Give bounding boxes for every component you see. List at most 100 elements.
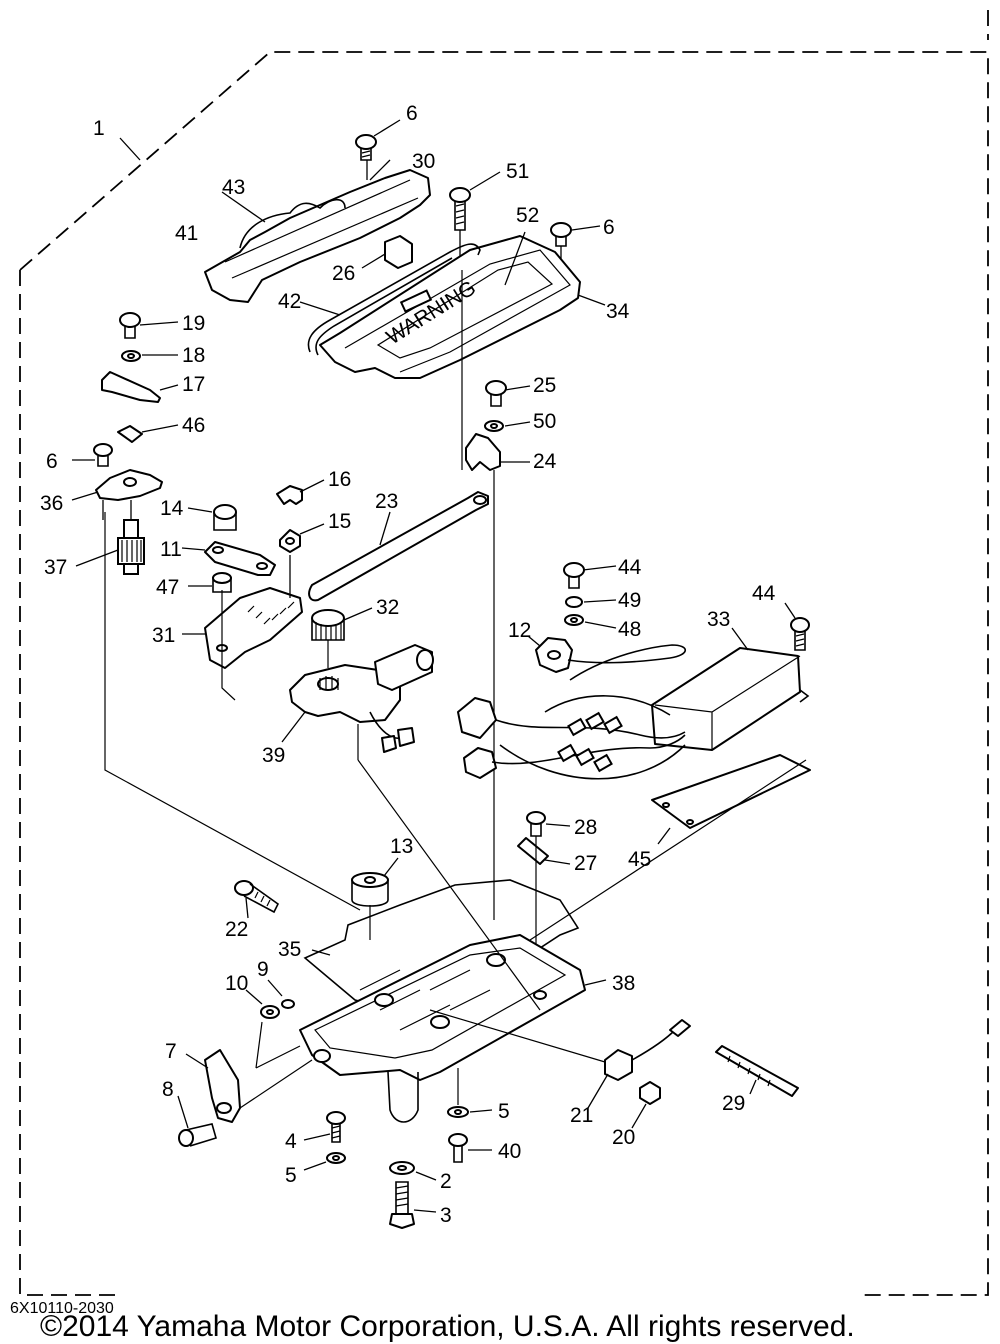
callout-8: 8 [162,1078,174,1101]
callout-20: 20 [612,1126,635,1149]
callout-10: 10 [225,972,248,995]
callout-44-left: 44 [618,556,642,579]
callout-36: 36 [40,492,63,515]
callout-18: 18 [182,344,205,367]
callout-6-left: 6 [46,450,58,473]
clip-9 [267,979,295,1009]
callout-51: 51 [506,160,529,183]
callout-11: 11 [160,538,182,561]
link-11 [181,541,276,576]
callout-45: 45 [628,848,651,871]
washer-48 [564,614,617,629]
callout-7: 7 [165,1040,177,1063]
callout-1: 1 [93,117,105,140]
callout-27: 27 [574,852,597,875]
gear-37 [75,500,145,575]
wire-harness [457,695,686,780]
callout-21: 21 [570,1104,593,1127]
callout-44-right: 44 [752,582,776,605]
callout-29: 29 [722,1092,745,1115]
plate-46 [117,424,179,443]
callout-43: 43 [222,176,245,199]
switch-12 [527,635,687,681]
callout-39: 39 [262,744,285,767]
callout-52: 52 [516,204,539,227]
callout-30: 30 [412,150,435,173]
washer-5-right [447,1068,493,1118]
clip-16 [276,479,325,505]
collar-47 [188,572,232,593]
callout-17: 17 [182,373,205,396]
screw-28 [526,811,571,837]
washer-5-left [303,1152,346,1171]
callout-2: 2 [440,1170,452,1193]
callout-24: 24 [533,450,557,473]
callout-6-top: 6 [406,102,418,125]
screw-19 [119,312,179,339]
controller-33 [651,627,810,751]
harness-holder-41 [204,169,431,303]
callout-28: 28 [574,816,597,839]
grommet-26 [361,235,413,269]
bolt-22 [234,880,280,919]
callout-32: 32 [376,596,399,619]
washer-18 [121,350,178,362]
callout-16: 16 [328,468,351,491]
callout-49: 49 [618,589,641,612]
case-38 [299,934,607,1123]
screw-6-left [72,443,113,467]
callout-25: 25 [533,374,556,397]
motor-39 [281,644,434,760]
callout-23: 23 [375,490,398,513]
callout-22: 22 [225,918,248,941]
holder-36 [71,469,163,520]
screw-25 [485,380,531,407]
pin-14 [187,504,237,531]
callout-34: 34 [606,300,630,323]
screw-6-top [355,119,401,180]
copyright-notice: ©2014 Yamaha Motor Corporation, U.S.A. A… [40,1310,855,1343]
pin-8 [177,1095,217,1147]
callout-42: 42 [278,290,301,313]
nut-20 [631,1081,661,1129]
assembly-boundary [19,51,989,1296]
callout-46: 46 [182,414,205,437]
lever-24 [465,433,530,471]
lever-7 [185,1049,313,1123]
plate-27 [517,837,571,865]
diagram-reference-code: 6X10110-2030 [10,1300,114,1317]
screw-44-right [784,602,810,651]
callout-5-left: 5 [285,1164,297,1187]
callout-33: 33 [707,608,730,631]
screw-51 [449,171,501,270]
callout-50: 50 [533,410,556,433]
washer-2 [389,1161,437,1181]
wire-42 [307,243,481,356]
callout-13: 13 [390,835,413,858]
callout-3: 3 [440,1204,452,1227]
callout-6-right: 6 [603,216,615,239]
bolt-3 [389,1181,437,1229]
callout-31: 31 [152,624,175,647]
washer-49 [565,596,617,608]
washer-10 [245,989,301,1069]
callout-15: 15 [328,510,351,533]
callout-35: 35 [278,938,301,961]
callout-41: 41 [175,222,198,245]
bracket-17 [101,371,179,403]
callout-12: 12 [508,619,531,642]
callout-26: 26 [332,262,355,285]
sensor-21 [429,1009,691,1109]
gear-32 [311,607,373,641]
rod-23 [308,491,489,602]
callout-14: 14 [160,497,184,520]
screw-44-left [563,562,617,589]
washer-50 [484,420,531,432]
grommet-13 [351,857,399,940]
screw-4 [303,1111,346,1143]
rack-31 [182,587,303,669]
callout-5-right: 5 [498,1100,510,1123]
callout-40: 40 [498,1140,521,1163]
cable-tie-29 [715,1045,799,1097]
